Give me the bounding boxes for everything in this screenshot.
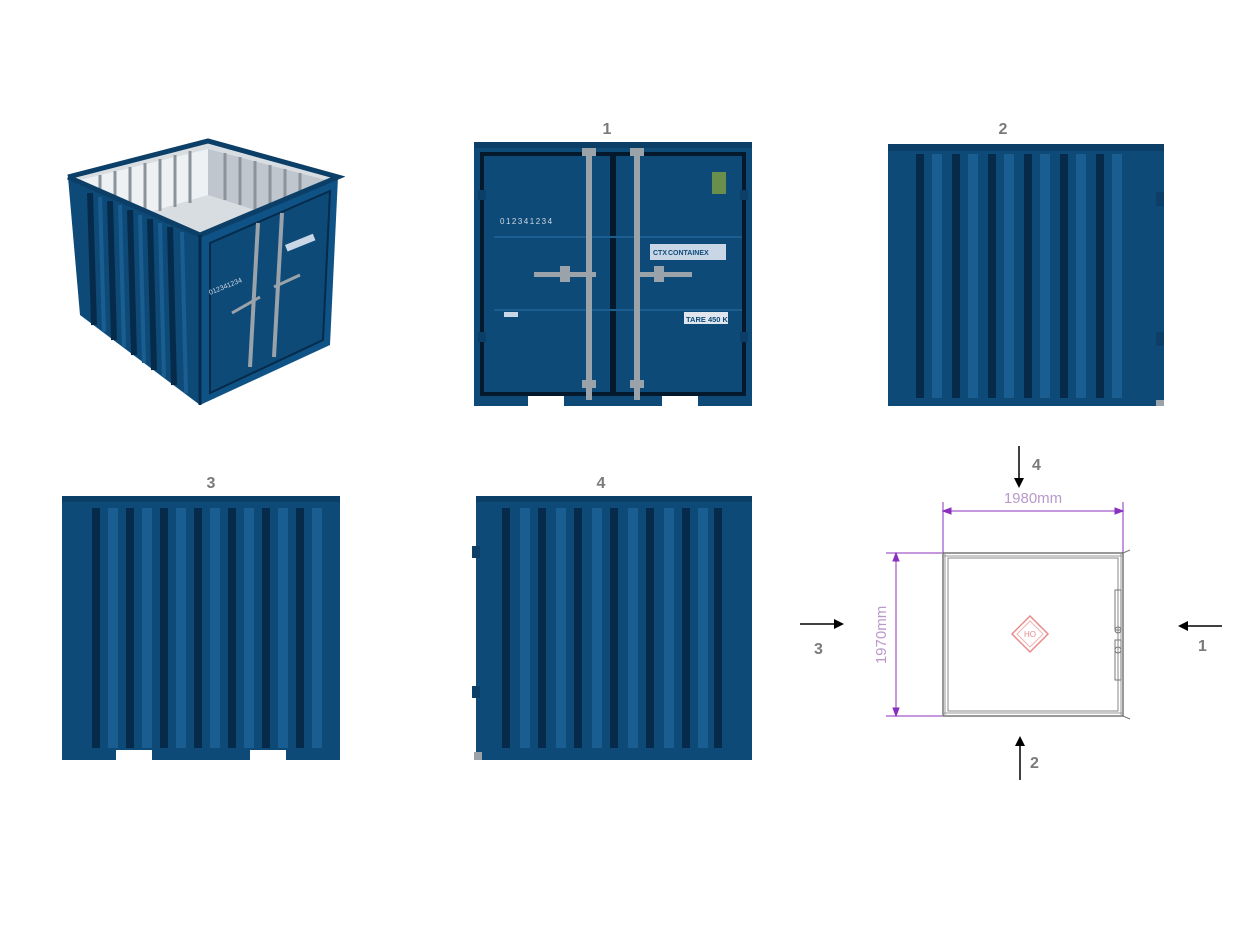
view-4-side bbox=[472, 496, 754, 762]
view-label-3: 3 bbox=[206, 475, 216, 492]
hazard-text: HO bbox=[1024, 630, 1036, 639]
view-label-2: 2 bbox=[998, 121, 1008, 138]
certification-sticker bbox=[712, 172, 726, 194]
forklift-pocket-right bbox=[662, 396, 698, 406]
brand-plate bbox=[650, 244, 726, 260]
perspective-view: 012341234 bbox=[60, 135, 346, 410]
plan-arrow-label-right: 1 bbox=[1198, 638, 1207, 655]
tare-plate bbox=[684, 312, 728, 324]
hazard-diamond: HO bbox=[1010, 614, 1050, 654]
tare-label: TARE 450 KG bbox=[686, 315, 734, 324]
container-side-elevation-opposite bbox=[472, 496, 752, 760]
container-door-elevation: 012341234 CONTAINEX CTX TARE 450 KG bbox=[474, 142, 752, 406]
view-label-4: 4 bbox=[596, 475, 606, 492]
container-perspective-illustration: 012341234 bbox=[66, 138, 346, 405]
plan-arrow-label-left: 3 bbox=[814, 641, 823, 658]
view-label-1: 1 bbox=[602, 121, 612, 138]
brand-prefix: CTX bbox=[653, 250, 667, 257]
container-rear-elevation bbox=[62, 496, 340, 760]
forklift-pocket-left bbox=[116, 750, 152, 760]
forklift-pocket-left bbox=[528, 396, 564, 406]
brand-name: CONTAINEX bbox=[668, 250, 709, 257]
plan-view: 4 1980mm 1970mm bbox=[790, 440, 1230, 790]
view-3-rear-end bbox=[60, 496, 342, 762]
container-plan-drawing: 4 1980mm 1970mm bbox=[800, 446, 1222, 780]
plan-arrow-label-top: 4 bbox=[1032, 457, 1041, 474]
width-dimension-label: 1980mm bbox=[1004, 490, 1062, 507]
depth-dimension-label: 1970mm bbox=[873, 606, 890, 664]
view-1-door-end: 012341234 CONTAINEX CTX TARE 450 KG bbox=[474, 142, 754, 408]
container-side-elevation bbox=[888, 144, 1164, 406]
forklift-pocket-right bbox=[250, 750, 286, 760]
view-2-side bbox=[886, 142, 1168, 410]
door-id-number: 012341234 bbox=[500, 217, 554, 226]
plan-arrow-label-bottom: 2 bbox=[1030, 755, 1039, 772]
